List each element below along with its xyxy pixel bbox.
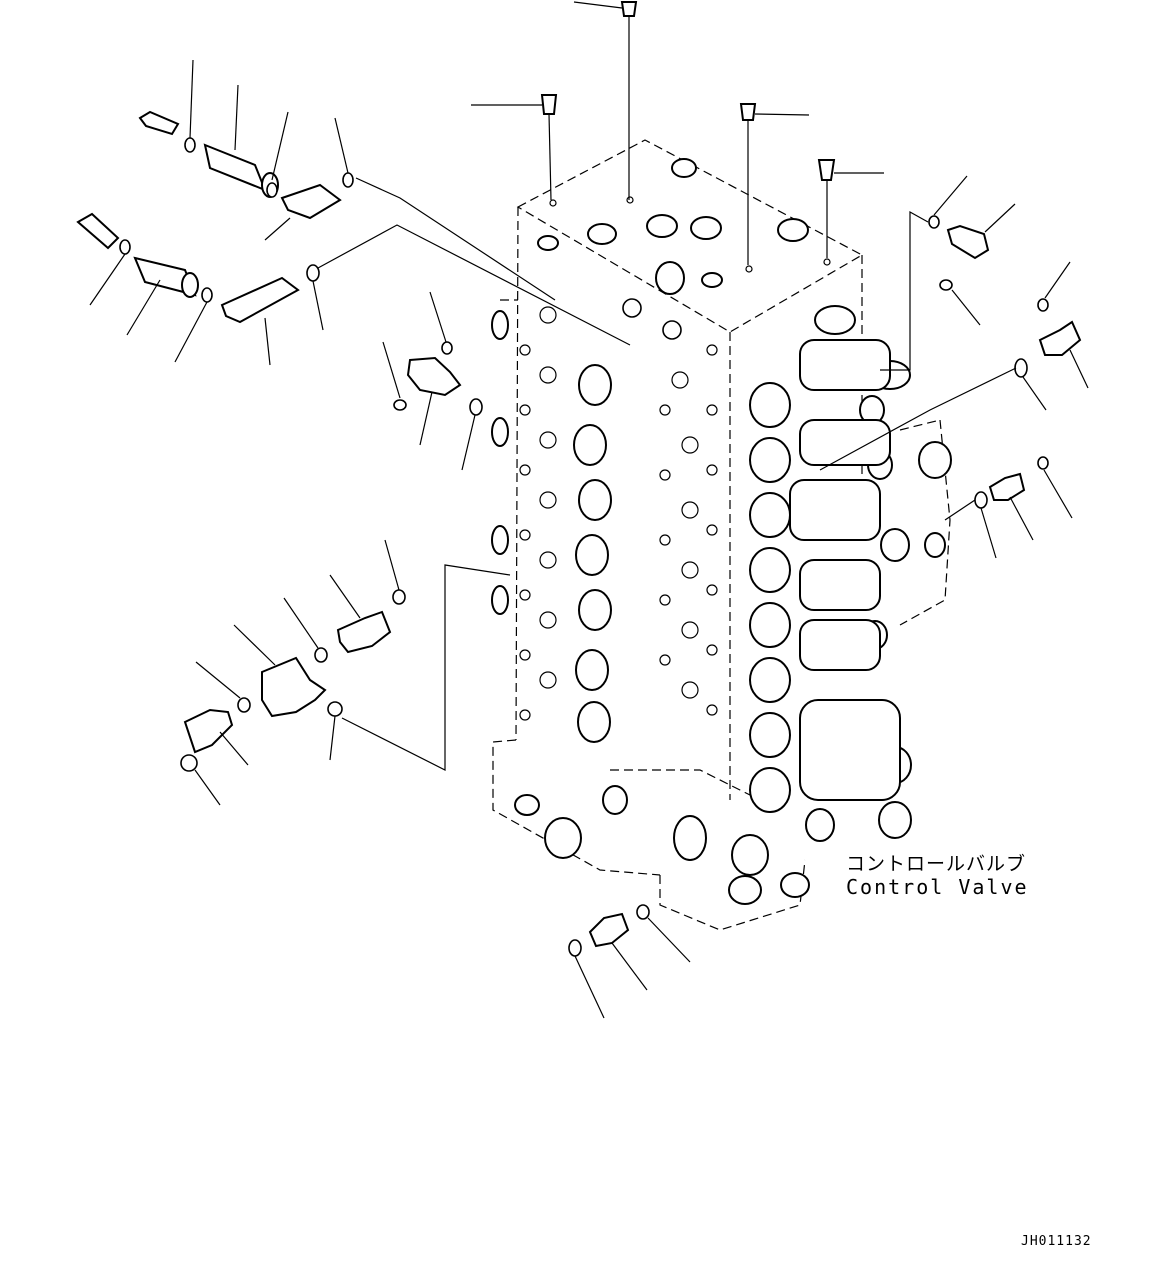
top-plug-group [537, 158, 831, 295]
right-face-caps [514, 305, 952, 905]
component-name-en: Control Valve [846, 875, 1029, 899]
component-name-jp: コントロールバルブ [846, 853, 1027, 875]
left-face-ports [491, 298, 718, 743]
bottom-fitting [568, 904, 691, 1019]
right-side-fittings [819, 175, 1089, 559]
lower-left-fittings [180, 539, 511, 806]
plug-icon [471, 1, 884, 265]
drawing-code: JH011132 [1021, 1234, 1092, 1249]
upper-left-fittings [76, 59, 631, 366]
control-valve-body [491, 139, 952, 931]
middle-left-fitting [382, 291, 483, 471]
